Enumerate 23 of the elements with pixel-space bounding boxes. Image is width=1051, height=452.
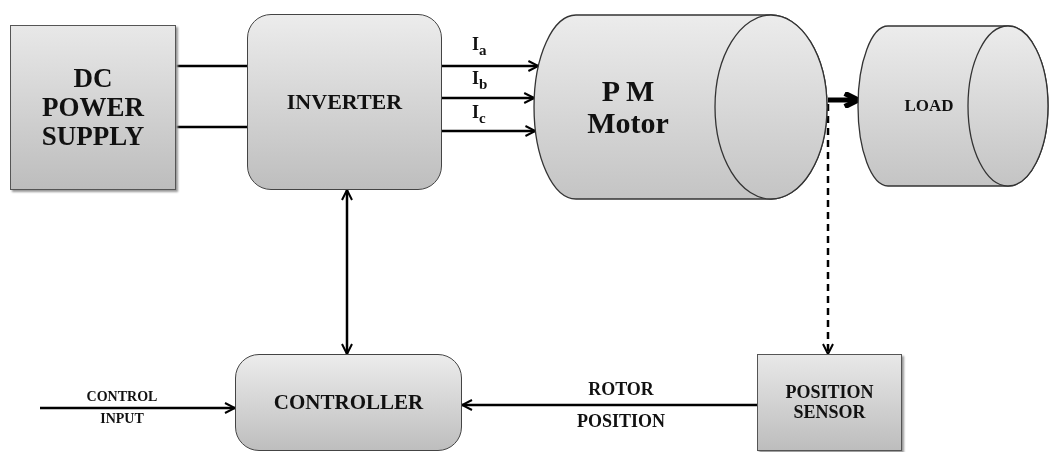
load-cylinder <box>857 25 1049 187</box>
node-label: LOAD <box>903 96 955 116</box>
node-label: P M Motor <box>586 74 670 140</box>
arrow <box>461 399 757 411</box>
controller-box <box>235 354 462 451</box>
arrow <box>822 104 834 355</box>
arrow <box>40 402 236 414</box>
connector-line <box>176 64 247 68</box>
connector-line <box>176 125 247 129</box>
node-label: INVERTER <box>286 90 403 114</box>
edge-label: I$_{a}$ <box>472 34 487 59</box>
motor-cylinder <box>533 14 828 200</box>
edge-label: CONTROL INPUT <box>85 388 159 428</box>
edge-label: I$_{b}$ <box>472 68 488 93</box>
sensor-box <box>757 354 902 451</box>
node-label: DC POWER SUPPLY <box>40 63 146 152</box>
arrow <box>341 189 353 355</box>
inverter-box <box>247 14 442 190</box>
power-supply-box <box>10 25 176 190</box>
node-label: POSITION SENSOR <box>784 383 875 422</box>
edge-label: I$_{c}$ <box>472 102 486 127</box>
node-label: CONTROLLER <box>273 391 424 414</box>
edge-label: ROTOR POSITION <box>576 378 666 433</box>
